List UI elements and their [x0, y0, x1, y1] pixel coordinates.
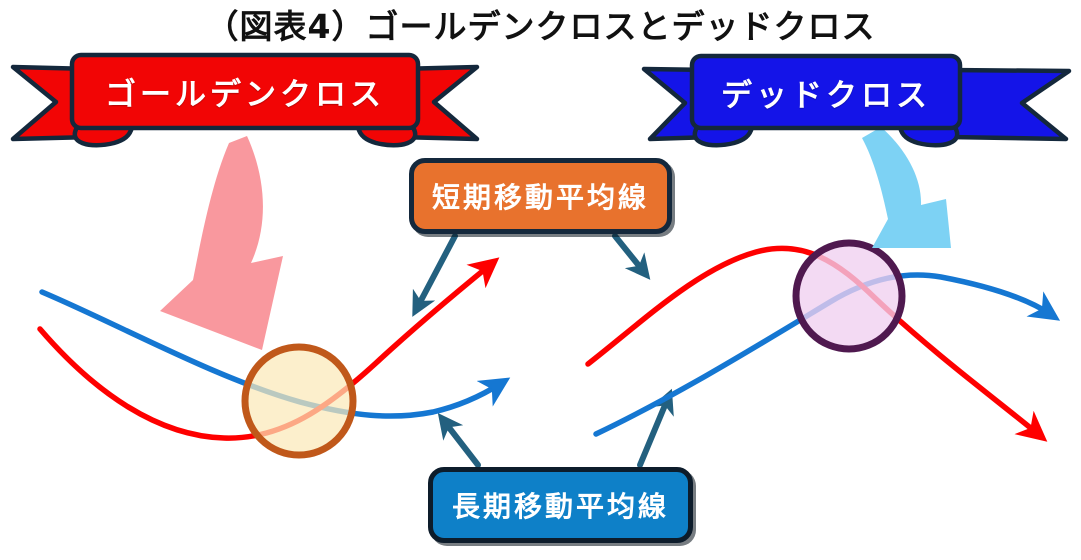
long-term-ma-label-box: 長期移動平均線 — [428, 467, 693, 543]
dead-banner-right-fold — [897, 123, 960, 148]
connector-arrow-long-to-right-blue — [637, 388, 674, 468]
dead-banner-right-wing — [945, 67, 1072, 142]
golden-cross-banner — [10, 52, 480, 148]
golden-cross-pointer-arrow-icon — [160, 136, 283, 350]
golden-banner-left-fold — [72, 123, 135, 148]
label-connectors — [412, 233, 674, 468]
golden-banner-right-fold — [355, 123, 418, 148]
connector-arrow-short-to-right-red — [612, 233, 651, 280]
short-term-ma-label-box: 短期移動平均線 — [409, 158, 672, 234]
dead-banner-band — [689, 53, 963, 131]
dead-banner-left-fold — [692, 123, 755, 148]
dead-cross-pointer-arrow-icon — [862, 127, 951, 248]
dead-cross-banner — [641, 53, 1072, 148]
diagram-title: （図表4）ゴールデンクロスとデッドクロス — [205, 7, 876, 46]
golden-banner-band — [69, 52, 421, 131]
connector-arrow-short-to-left-red — [412, 233, 458, 317]
golden-cross-banner-label: ゴールデンクロス — [105, 77, 385, 113]
golden-cross-circle — [241, 343, 357, 459]
connector-arrow-long-to-left-blue — [437, 413, 481, 468]
dead-cross-banner-label: デッドクロス — [721, 77, 931, 114]
dead-cross-circle — [792, 239, 906, 353]
